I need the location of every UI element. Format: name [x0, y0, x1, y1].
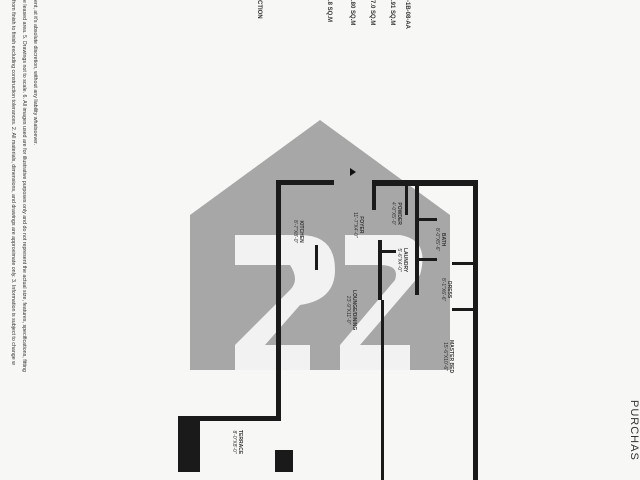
watermark-logo — [190, 120, 450, 370]
entrance-arrow-icon — [350, 168, 356, 176]
walls — [178, 180, 478, 480]
